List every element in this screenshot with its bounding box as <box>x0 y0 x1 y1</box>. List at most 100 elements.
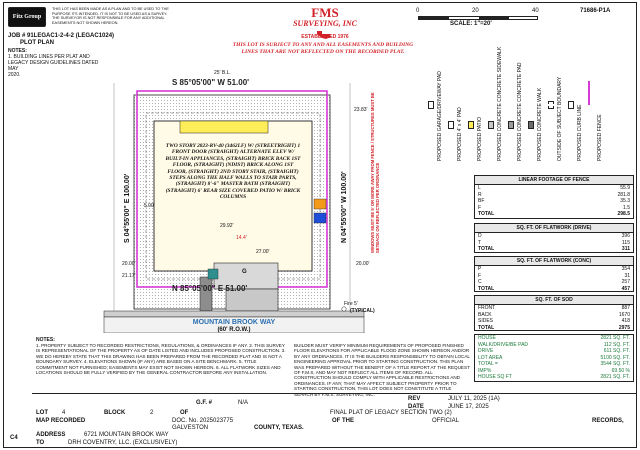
county-label: COUNTY, TEXAS. <box>254 425 304 431</box>
scale-bar-segment <box>419 17 449 19</box>
legend-item: PROPOSED CONCRETE CONCRETE PAD <box>517 62 523 161</box>
ac-pad-orange <box>313 198 327 210</box>
setback-note: WINDOWS MUST BE 5' OR MORE AWAY FROM FEN… <box>370 92 380 253</box>
title-block: G.F. # N/A REV JULY 11, 2025 (1A) DATE J… <box>32 393 636 447</box>
south-bearing: N 85°05'00" E 51.00' <box>172 284 248 293</box>
row-label: HOUSE <box>478 335 496 341</box>
header-note-line: LEGACY DESIGN GUIDELINES DATED MAY <box>8 60 99 72</box>
header-notes: 1. BUILDING LINES PER PLAT AND LEGACY DE… <box>8 54 108 78</box>
row-label: L <box>478 185 481 191</box>
legend-swatch <box>568 101 574 109</box>
row-label: R <box>478 191 482 198</box>
date-label: DATE <box>408 404 424 410</box>
table-row: R 281.8 <box>475 192 633 199</box>
patio <box>179 120 269 134</box>
row-label: HOUSE SQ FT <box>478 374 512 380</box>
row-value: 115 <box>622 239 630 246</box>
row-value: 35.3 <box>620 198 630 204</box>
notes-title: NOTES: <box>8 48 27 54</box>
row-value: 31 <box>624 272 630 279</box>
header-note-line: 1. BUILDING LINES PER PLAT AND <box>8 54 90 60</box>
lot-drawing <box>103 83 365 333</box>
of-label: OF <box>180 410 189 416</box>
row-label: IMP% <box>478 367 492 374</box>
row-value: 257 <box>621 279 630 285</box>
sidewalk <box>103 310 365 318</box>
legend: PROPOSED GARAGE/DRIVEWAY PAD PROPOSED 4'… <box>424 47 636 171</box>
map-label: MAP RECORDED <box>36 418 86 424</box>
rev-label: REV <box>408 396 421 402</box>
row-label: DRIVE <box>478 348 494 354</box>
road-name: MOUNTAIN BROOK WAY <box>192 319 276 326</box>
address-label: ADDRESS <box>36 432 66 438</box>
legend-item: PROPOSED 4' x 4' PAD <box>457 107 463 161</box>
row-label: TOTAL <box>478 285 495 292</box>
row-label: TOTAL = <box>478 361 498 367</box>
logo: Fitz Group <box>8 7 46 27</box>
row-label: SIDES <box>478 318 494 324</box>
fence-table-title: LINEAR FOOTAGE OF FENCE <box>475 176 633 185</box>
sod-table-title: SQ. FT. OF SOD <box>475 296 633 305</box>
row-value: 55.9 <box>620 185 630 191</box>
dim-interior-1: 29.92' <box>220 223 234 229</box>
legend-item: OUTSIDE OF SUBJECT BOUNDARY <box>557 76 563 161</box>
legend-swatch <box>428 101 434 109</box>
date-value: JUNE 17, 2025 <box>448 404 489 410</box>
company-est: ESTABLISHED 1976 <box>301 34 349 40</box>
scale-bar: 0 20 40 SCALE: 1"=20' <box>414 8 554 28</box>
block-label: BLOCK <box>104 410 126 416</box>
sheet-number: C4 <box>10 435 18 441</box>
legend-item: PROPOSED PATIO <box>477 117 483 161</box>
logo-text: Fitz Group <box>12 14 42 20</box>
company-logo: FMS SURVEYING, INC ESTABLISHED 1976 <box>270 6 380 40</box>
to-label: TO <box>36 440 45 446</box>
gf-value: N/A <box>238 400 249 406</box>
of-the-label: OF THE <box>332 418 354 424</box>
row-label: WALK/DRIVE/BE PAD <box>478 341 529 348</box>
table-row: WALK/DRIVE/BE PAD 112 SQ. FT. <box>475 342 633 349</box>
row-value: 354 <box>621 266 630 272</box>
legend-item: PROPOSED FENCE <box>597 114 603 161</box>
front-porch <box>207 268 219 280</box>
scale-tick-20: 20 <box>472 8 479 14</box>
job-number: JOB # 91LEGAC1-2-4-2 (LEGAC1024) <box>8 33 115 39</box>
row-value: 611 SQ. FT. <box>603 348 630 354</box>
dim-bottom: 27.00' <box>256 249 270 255</box>
plat-value: FINAL PLAT OF LEGACY SECTION TWO (2) <box>330 410 452 416</box>
row-label: D <box>478 233 482 239</box>
row-value: 112 SQ. FT. <box>603 341 630 348</box>
building-line-top: 25' B.L. <box>214 70 231 76</box>
legend-swatch <box>468 121 474 129</box>
dim-interior-3: 14.4' <box>236 235 247 241</box>
row-value: 887 <box>621 305 630 311</box>
scale-bar-segment <box>479 17 509 19</box>
garage-label: G <box>242 269 247 275</box>
legend-swatch <box>528 121 534 129</box>
east-bearing: N 04°55'00" W 100.00' <box>341 171 348 243</box>
legend-swatch <box>548 101 554 109</box>
legend-swatch <box>448 121 454 129</box>
legend-swatch <box>588 81 590 105</box>
dim-interior-2: 5.00' <box>144 203 155 209</box>
row-value: 281.8 <box>617 191 630 198</box>
house-footprint <box>153 120 313 272</box>
front-walk <box>199 276 213 312</box>
drawing-id: 71686-P1A <box>580 8 611 14</box>
scale-tick-40: 40 <box>532 8 539 14</box>
row-label: P <box>478 266 482 272</box>
lot-label: LOT <box>36 410 48 416</box>
dim-left-2: 21.17' <box>122 273 136 279</box>
row-label: BACK <box>478 311 492 318</box>
map-value: DOC. No. 2025023775 <box>172 418 234 424</box>
street <box>103 316 365 333</box>
